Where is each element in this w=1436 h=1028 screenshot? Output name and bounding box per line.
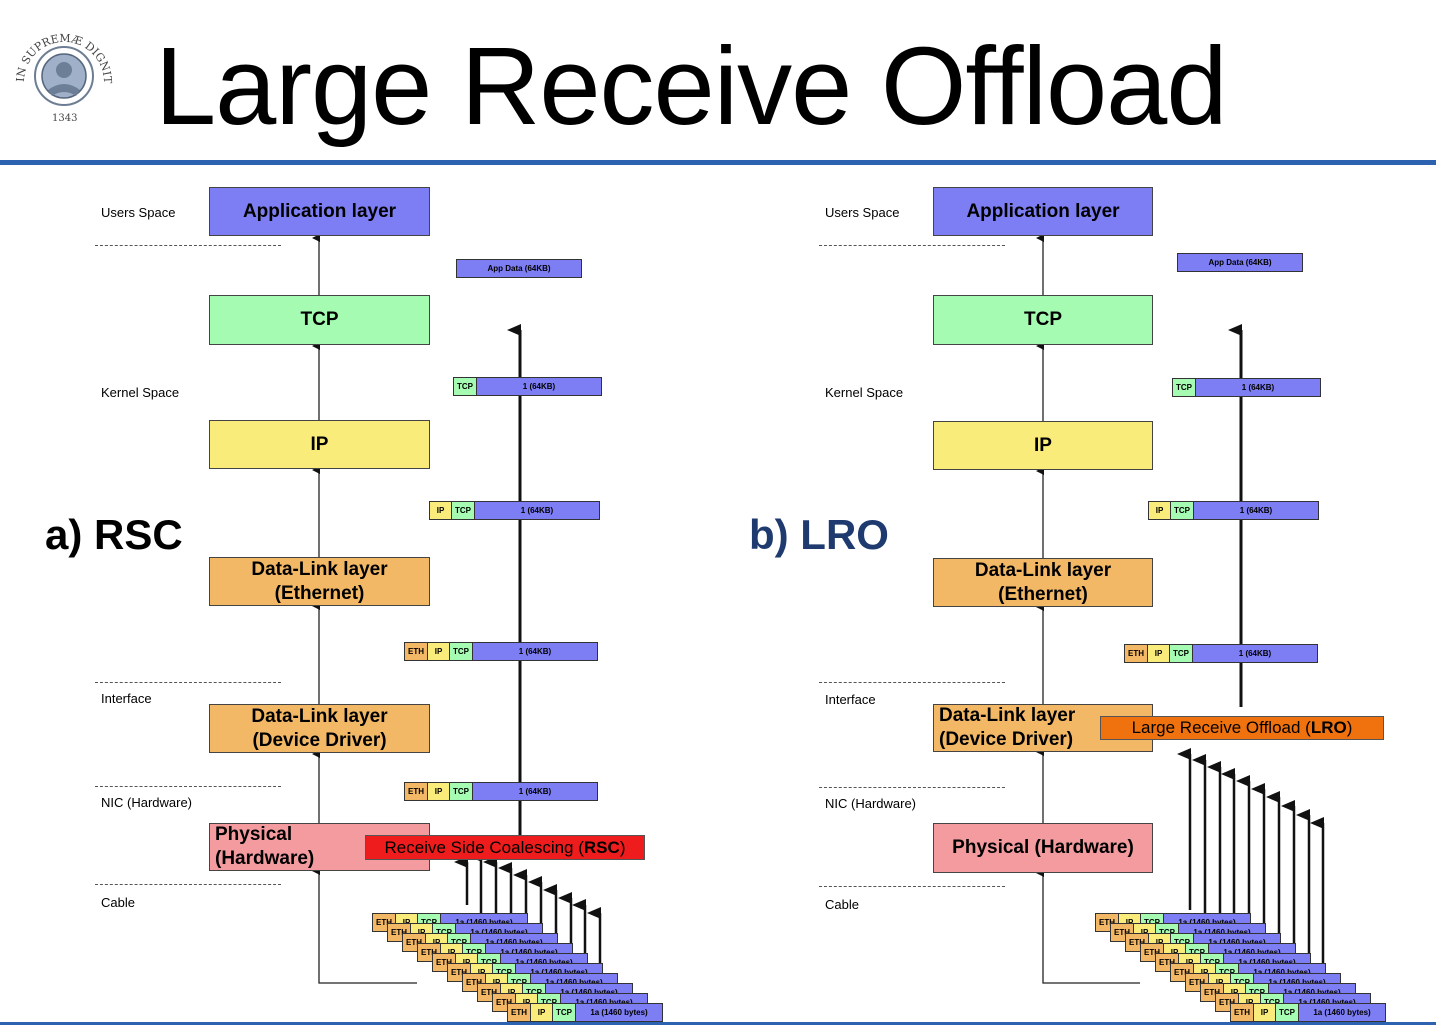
tcp-layer-box: TCP: [209, 295, 430, 345]
application-layer-box: Application layer: [209, 187, 430, 236]
datalink-driver-box: Data-Link layer(Device Driver): [933, 704, 1153, 752]
nic-label: NIC (Hardware): [825, 796, 917, 811]
cable-label: Cable: [825, 897, 859, 912]
application-layer-box: Application layer: [933, 187, 1153, 236]
separator: [95, 884, 281, 885]
lro-offload-bar: Large Receive Offload (LRO): [1100, 716, 1384, 740]
interface-label: Interface: [101, 691, 152, 706]
datalink-ethernet-box: Data-Link layer(Ethernet): [933, 558, 1153, 607]
separator: [819, 245, 1005, 246]
separator: [819, 886, 1005, 887]
separator: [95, 245, 281, 246]
separator: [819, 787, 1005, 788]
datalink-driver-box: Data-Link layer(Device Driver): [209, 704, 430, 753]
rsc-offload-bar: Receive Side Coalescing (RSC): [365, 835, 645, 860]
ip-layer-box: IP: [933, 421, 1153, 470]
page-title: Large Receive Offload: [155, 25, 1228, 148]
physical-hardware-box: Physical(Hardware): [209, 823, 430, 871]
separator: [95, 786, 281, 787]
separator: [95, 682, 281, 683]
physical-hardware-box: Physical (Hardware): [933, 823, 1153, 873]
separator: [819, 682, 1005, 683]
users-space-label: Users Space: [101, 205, 176, 220]
users-space-label: Users Space: [825, 205, 900, 220]
lro-heading: b) LRO: [749, 511, 889, 558]
tcp-layer-box: TCP: [933, 295, 1153, 345]
kernel-space-label: Kernel Space: [825, 385, 904, 400]
nic-label: NIC (Hardware): [101, 795, 193, 810]
interface-label: Interface: [825, 692, 876, 707]
datalink-ethernet-box: Data-Link layer(Ethernet): [209, 557, 430, 606]
kernel-space-label: Kernel Space: [101, 385, 180, 400]
seal-year: 1343: [52, 113, 77, 124]
app-data-packet: App Data (64KB): [1177, 253, 1303, 272]
app-data-packet: App Data (64KB): [456, 259, 582, 278]
cable-label: Cable: [101, 895, 135, 910]
university-seal-logo: IN SUPREMÆ DIGNITATIS 1343: [9, 14, 114, 128]
title-divider: [0, 160, 1436, 165]
bottom-divider: [0, 1022, 1436, 1025]
rsc-heading: a) RSC: [45, 511, 183, 558]
ip-layer-box: IP: [209, 420, 430, 469]
